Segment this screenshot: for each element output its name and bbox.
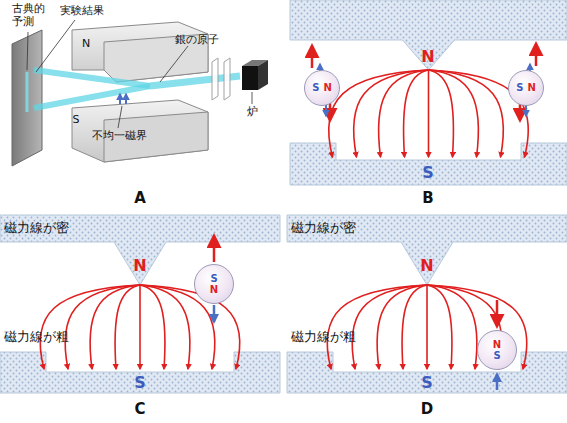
pole-letter: N	[210, 285, 218, 295]
pole-label: S	[421, 374, 433, 392]
annotation: S	[73, 114, 80, 127]
annotation: N	[82, 38, 90, 51]
field-line	[139, 285, 141, 369]
panel-letter: C	[134, 401, 145, 418]
pole-letter: N	[493, 340, 501, 350]
annotation: 不均一磁界	[92, 130, 147, 143]
field-line	[329, 70, 429, 157]
panel-letter: B	[422, 190, 433, 207]
magnetic-moment-circle: SN	[194, 264, 234, 304]
field-line	[426, 285, 428, 369]
force-arrows	[214, 44, 536, 390]
field-line	[115, 285, 140, 369]
field-line	[327, 285, 427, 369]
field-line	[427, 285, 477, 369]
field-line	[379, 70, 429, 157]
field-line	[377, 285, 427, 369]
field-line	[402, 285, 427, 369]
pole-letter: S	[516, 83, 523, 93]
magnetic-moment-circle: SN	[508, 70, 544, 106]
field-line	[429, 70, 454, 157]
field-line	[352, 285, 427, 369]
magnetic-moment-circle: NS	[477, 330, 517, 370]
field-line	[427, 285, 452, 369]
field-line	[427, 285, 527, 369]
field-line	[140, 285, 165, 369]
pole-label: S	[134, 374, 146, 392]
field-line	[140, 285, 190, 369]
field-line	[354, 70, 429, 157]
panel-letter: A	[134, 190, 146, 207]
field-line	[40, 285, 140, 369]
field-line	[65, 285, 140, 369]
pole-letter: S	[312, 83, 319, 93]
annotation: 銀の原子	[175, 34, 219, 47]
pole-letter: N	[527, 83, 535, 93]
field-line	[429, 70, 504, 157]
panel-letter: D	[421, 401, 433, 418]
annotation: 磁力線が粗	[291, 330, 356, 345]
north-pole-piece	[290, 0, 567, 70]
stern-gerlach-apparatus	[12, 20, 268, 166]
pole-letter: S	[210, 274, 217, 284]
annotation: 磁力線が粗	[4, 330, 69, 345]
field-line	[428, 70, 430, 157]
pole-label: N	[420, 257, 433, 275]
field-line	[429, 70, 479, 157]
magnetic-moment-circle: SN	[304, 70, 340, 106]
pole-letter: S	[493, 351, 500, 361]
annotation: 磁力線が密	[4, 221, 69, 236]
pole-label: S	[422, 164, 434, 182]
field-line	[404, 70, 429, 157]
pole-label: N	[421, 48, 434, 66]
pole-letter: N	[323, 83, 331, 93]
annotation: 炉	[247, 106, 258, 119]
north-pole-piece	[287, 215, 567, 285]
pole-label: N	[133, 257, 146, 275]
north-pole-piece	[0, 215, 280, 285]
annotation: 古典的予測	[12, 3, 46, 28]
annotation: 実験結果	[60, 5, 104, 18]
field-line	[90, 285, 140, 369]
annotation: 磁力線が密	[291, 221, 356, 236]
field-lines	[40, 70, 528, 369]
pole-pieces	[0, 0, 567, 393]
